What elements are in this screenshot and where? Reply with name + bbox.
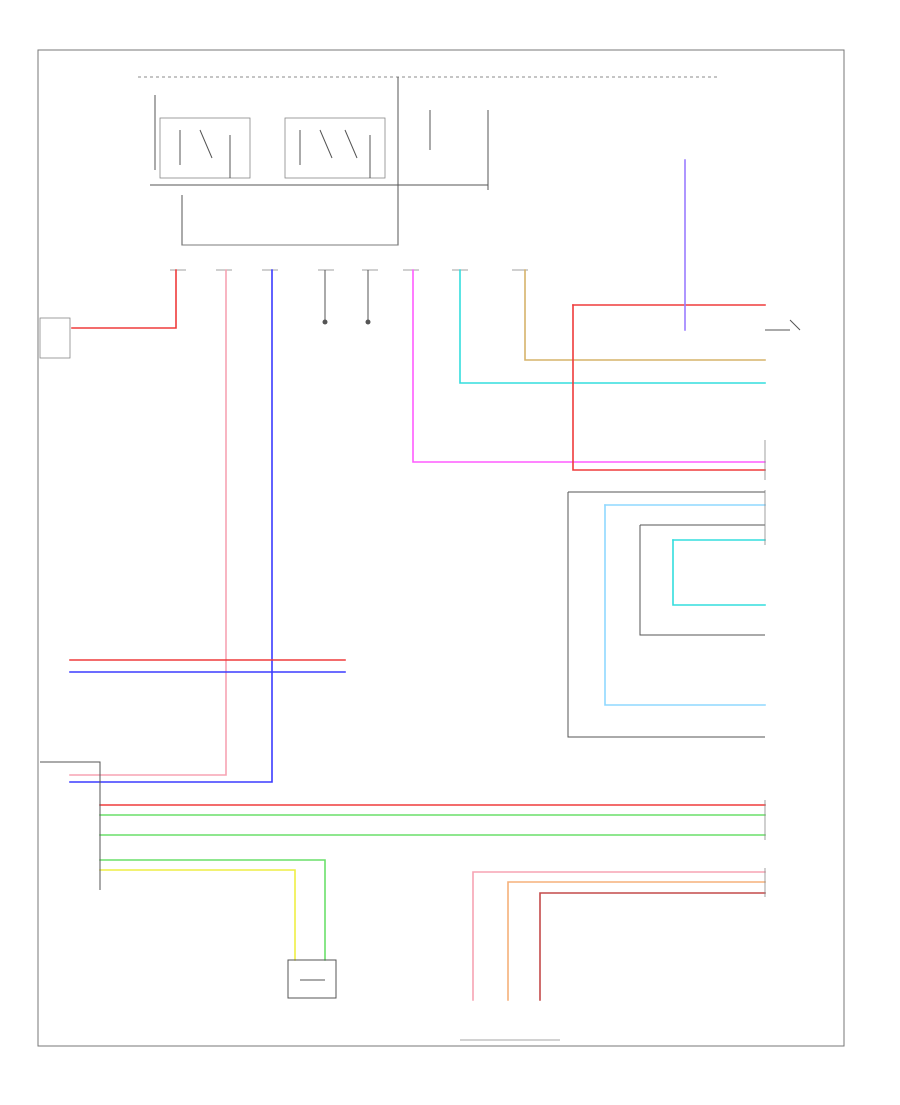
ground-node-1 xyxy=(322,319,328,325)
wire-red-stop-lamp xyxy=(71,269,177,329)
wire-pink-bottom xyxy=(472,871,766,1001)
wire-cyan-top xyxy=(459,269,766,384)
wire-blue-left xyxy=(69,269,273,783)
wire-tan xyxy=(524,269,766,361)
colored-wires xyxy=(69,159,766,1001)
relay-2-box xyxy=(284,117,386,179)
wire-cyan-lower xyxy=(672,539,766,606)
wire-orange-bottom xyxy=(507,881,766,1001)
wire-lightblue-right xyxy=(604,504,766,706)
wire-pink-left xyxy=(69,269,227,776)
wire-red-right-vertical xyxy=(572,304,766,471)
ignition-switch-contact xyxy=(765,319,801,331)
relay-2-contacts xyxy=(299,129,371,178)
stop-lamp-switch-box xyxy=(39,317,71,359)
wire-magenta xyxy=(412,269,766,463)
ipdm-lower-housing xyxy=(181,195,399,246)
ground-node-2 xyxy=(365,319,371,325)
sensor-box-bottom xyxy=(287,959,337,999)
gray-loop-wire-1 xyxy=(639,524,765,636)
wire-yellow-to-sensor xyxy=(99,869,296,961)
relay-1-box xyxy=(159,117,251,179)
wire-green-to-sensor xyxy=(99,859,326,961)
relay-1-contacts xyxy=(179,129,231,178)
diagram-frame xyxy=(37,49,845,1047)
ecm-block xyxy=(40,761,101,890)
wire-darkred-bottom xyxy=(539,892,766,1001)
gray-loop-wire-2 xyxy=(567,491,765,738)
